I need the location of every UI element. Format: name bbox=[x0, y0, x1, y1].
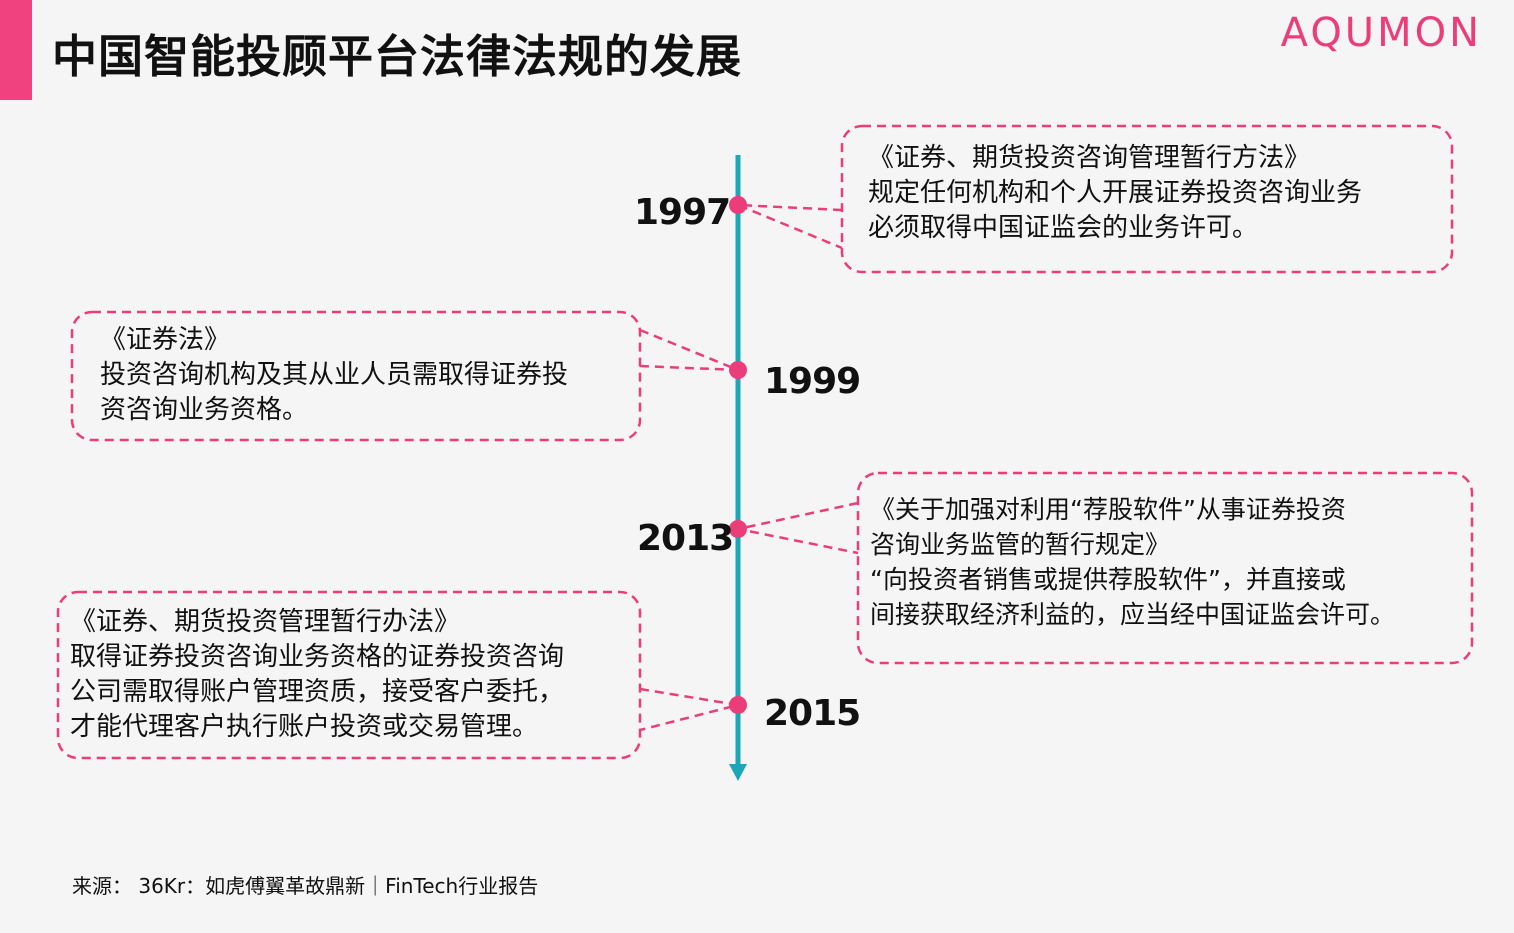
callout-text-2013: 《关于加强对利用“荐股软件”从事证券投资 咨询业务监管的暂行规定》 “向投资者销… bbox=[870, 492, 1395, 632]
title-accent-bar bbox=[0, 0, 32, 100]
connector-2013 bbox=[737, 501, 859, 555]
connector-1999 bbox=[639, 328, 739, 372]
timeline-dot-1997 bbox=[729, 196, 747, 214]
callout-line: 规定任何机构和个人开展证券投资咨询业务 bbox=[868, 178, 1363, 208]
year-label-1999: 1999 bbox=[764, 361, 861, 402]
callout-line: 取得证券投资咨询业务资格的证券投资咨询 bbox=[70, 642, 565, 672]
timeline-arrow-icon bbox=[729, 764, 747, 781]
callout-line: 《证券、期货投资管理暂行办法》 bbox=[70, 607, 461, 637]
callout-line: 公司需取得账户管理资质，接受客户委托， bbox=[70, 677, 565, 707]
timeline-dot-2015 bbox=[729, 696, 747, 714]
timeline-dot-1999 bbox=[729, 361, 747, 379]
callout-text-1999: 《证券法》 投资咨询机构及其从业人员需取得证券投 资咨询业务资格。 bbox=[100, 323, 568, 428]
year-label-1997: 1997 bbox=[634, 192, 731, 233]
callout-line: 《证券法》 bbox=[100, 325, 231, 355]
page-title: 中国智能投顾平台法律法规的发展 bbox=[52, 30, 743, 83]
callout-line: 必须取得中国证监会的业务许可。 bbox=[868, 213, 1259, 243]
callout-line: “向投资者销售或提供荐股软件”，并直接或 bbox=[870, 565, 1346, 594]
callout-line: 资咨询业务资格。 bbox=[100, 395, 309, 425]
connector-2015 bbox=[639, 687, 739, 732]
connector-1997 bbox=[737, 203, 843, 250]
source-note: 来源： 36Kr：如虎傅翼革故鼎新｜FinTech行业报告 bbox=[72, 874, 539, 898]
callout-text-1997: 《证券、期货投资咨询管理暂行方法》 规定任何机构和个人开展证券投资咨询业务 必须… bbox=[868, 141, 1362, 246]
callout-line: 间接获取经济利益的，应当经中国证监会许可。 bbox=[870, 600, 1396, 629]
aqumon-logo: AQUMON bbox=[1280, 10, 1482, 56]
callout-line: 投资咨询机构及其从业人员需取得证券投 bbox=[100, 360, 569, 390]
year-label-2013: 2013 bbox=[637, 518, 734, 559]
callout-text-2015: 《证券、期货投资管理暂行办法》 取得证券投资咨询业务资格的证券投资咨询 公司需取… bbox=[70, 605, 564, 745]
callout-line: 咨询业务监管的暂行规定》 bbox=[870, 530, 1171, 559]
year-label-2015: 2015 bbox=[764, 693, 861, 734]
callout-line: 《关于加强对利用“荐股软件”从事证券投资 bbox=[870, 495, 1346, 524]
callout-line: 才能代理客户执行账户投资或交易管理。 bbox=[70, 712, 539, 742]
callout-line: 《证券、期货投资咨询管理暂行方法》 bbox=[868, 143, 1311, 173]
